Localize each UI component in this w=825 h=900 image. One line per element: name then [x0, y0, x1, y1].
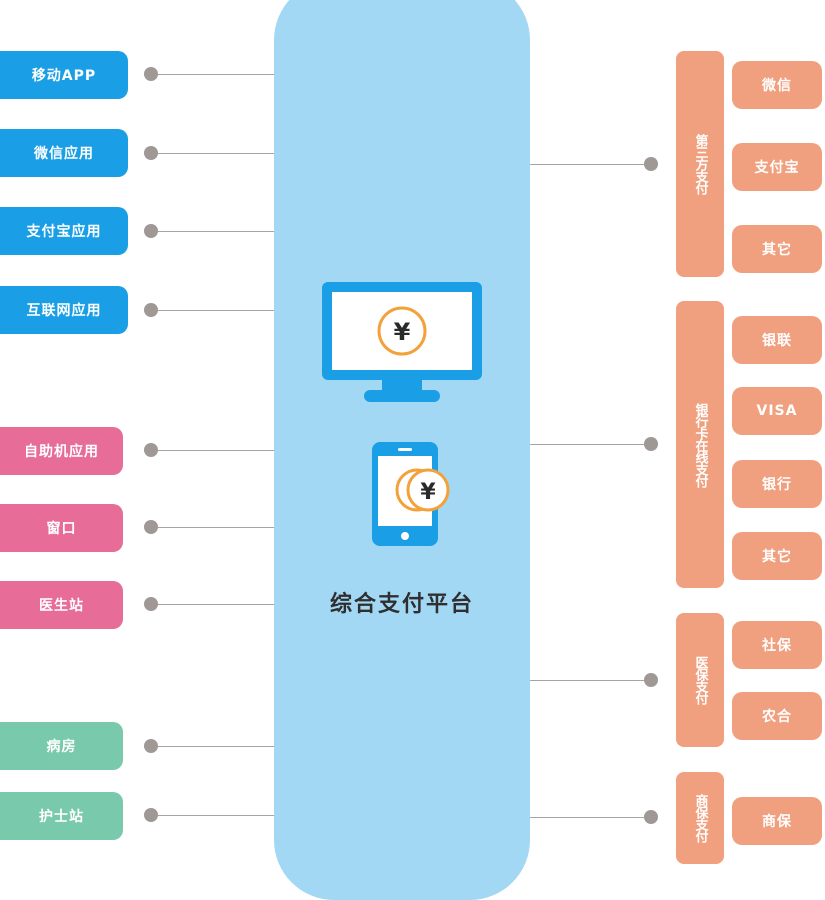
- app-ward: 病房: [0, 722, 123, 770]
- connector-dot: [644, 810, 658, 824]
- connector-line: [530, 444, 644, 445]
- category-bank-card: 银行卡在线支付: [676, 301, 724, 588]
- app-window: 窗口: [0, 504, 123, 552]
- connector-line: [158, 74, 274, 75]
- app-alipay: 支付宝应用: [0, 207, 128, 255]
- connector-dot: [644, 673, 658, 687]
- pay-visa: VISA: [732, 387, 822, 435]
- connector-line: [530, 164, 644, 165]
- pay-wechat: 微信: [732, 61, 822, 109]
- pay-rural-cooperative: 农合: [732, 692, 822, 740]
- connector-line: [158, 527, 274, 528]
- app-internet: 互联网应用: [0, 286, 128, 334]
- connector-line: [158, 746, 274, 747]
- connector-line: [158, 310, 274, 311]
- connector-dot: [144, 520, 158, 534]
- category-medical-insurance: 医保支付: [676, 613, 724, 747]
- connector-line: [530, 680, 644, 681]
- connector-dot: [144, 303, 158, 317]
- platform-title: 综合支付平台: [329, 592, 474, 617]
- app-nurse-station: 护士站: [0, 792, 123, 840]
- app-kiosk: 自助机应用: [0, 427, 123, 475]
- connector-dot: [144, 443, 158, 457]
- category-third-party: 第三方支付: [676, 51, 724, 277]
- phone-yen-symbol: ¥: [420, 480, 436, 505]
- connector-line: [158, 450, 274, 451]
- connector-dot: [144, 67, 158, 81]
- app-mobile: 移动APP: [0, 51, 128, 99]
- category-commercial-insurance: 商保支付: [676, 772, 724, 864]
- pay-bank-other: 其它: [732, 532, 822, 580]
- pay-unionpay: 银联: [732, 316, 822, 364]
- connector-dot: [144, 224, 158, 238]
- connector-line: [158, 815, 274, 816]
- connector-dot: [144, 808, 158, 822]
- app-wechat: 微信应用: [0, 129, 128, 177]
- monitor-yen-icon: ¥: [322, 282, 482, 402]
- connector-line: [158, 604, 274, 605]
- phone-yen-icon: ¥: [372, 442, 450, 546]
- connector-dot: [144, 146, 158, 160]
- app-doctor-station: 医生站: [0, 581, 123, 629]
- connector-dot: [144, 597, 158, 611]
- connector-line: [530, 817, 644, 818]
- connector-line: [158, 153, 274, 154]
- pay-bank: 银行: [732, 460, 822, 508]
- connector-dot: [144, 739, 158, 753]
- connector-dot: [644, 157, 658, 171]
- pay-commercial-insurance: 商保: [732, 797, 822, 845]
- pay-alipay: 支付宝: [732, 143, 822, 191]
- connector-dot: [644, 437, 658, 451]
- pay-social-security: 社保: [732, 621, 822, 669]
- monitor-yen-symbol: ¥: [394, 318, 411, 346]
- pay-third-party-other: 其它: [732, 225, 822, 273]
- connector-line: [158, 231, 274, 232]
